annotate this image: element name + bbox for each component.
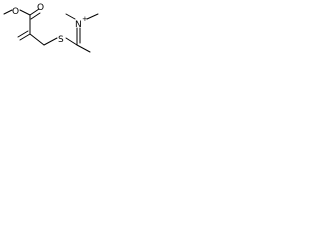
- atom-label-nitrogen: N: [75, 20, 82, 30]
- atom-label-oxygen-carbonyl: O: [37, 3, 44, 13]
- bond-alkene-to-ch2: [29, 33, 45, 46]
- molecule-structure-canvas: O O S N +: [0, 0, 122, 78]
- bond-carbon-methyl: [76, 44, 91, 53]
- bond-methylene-double-2: [17, 30, 29, 38]
- bond-oxygen-carbonyl-carbon: [19, 9, 31, 16]
- bond-methylene-double-1: [19, 33, 31, 41]
- atom-label-nitrogen-charge: +: [82, 15, 88, 23]
- bond-carbonyl-double-2: [30, 12, 41, 20]
- bond-sulfur-to-carbon: [65, 37, 78, 46]
- atom-label-oxygen-methoxy: O: [12, 7, 19, 17]
- bond-methyl-oxygen: [3, 9, 13, 15]
- atom-label-sulfur: S: [58, 35, 64, 45]
- molecule-structure-diagram: O O S N +: [3, 3, 99, 53]
- bond-nitrogen-methyl-left: [65, 13, 76, 20]
- bond-nitrogen-methyl-right: [86, 13, 99, 20]
- bond-carbonyl-double-1: [29, 8, 40, 16]
- bond-ch2-to-sulfur: [43, 37, 58, 46]
